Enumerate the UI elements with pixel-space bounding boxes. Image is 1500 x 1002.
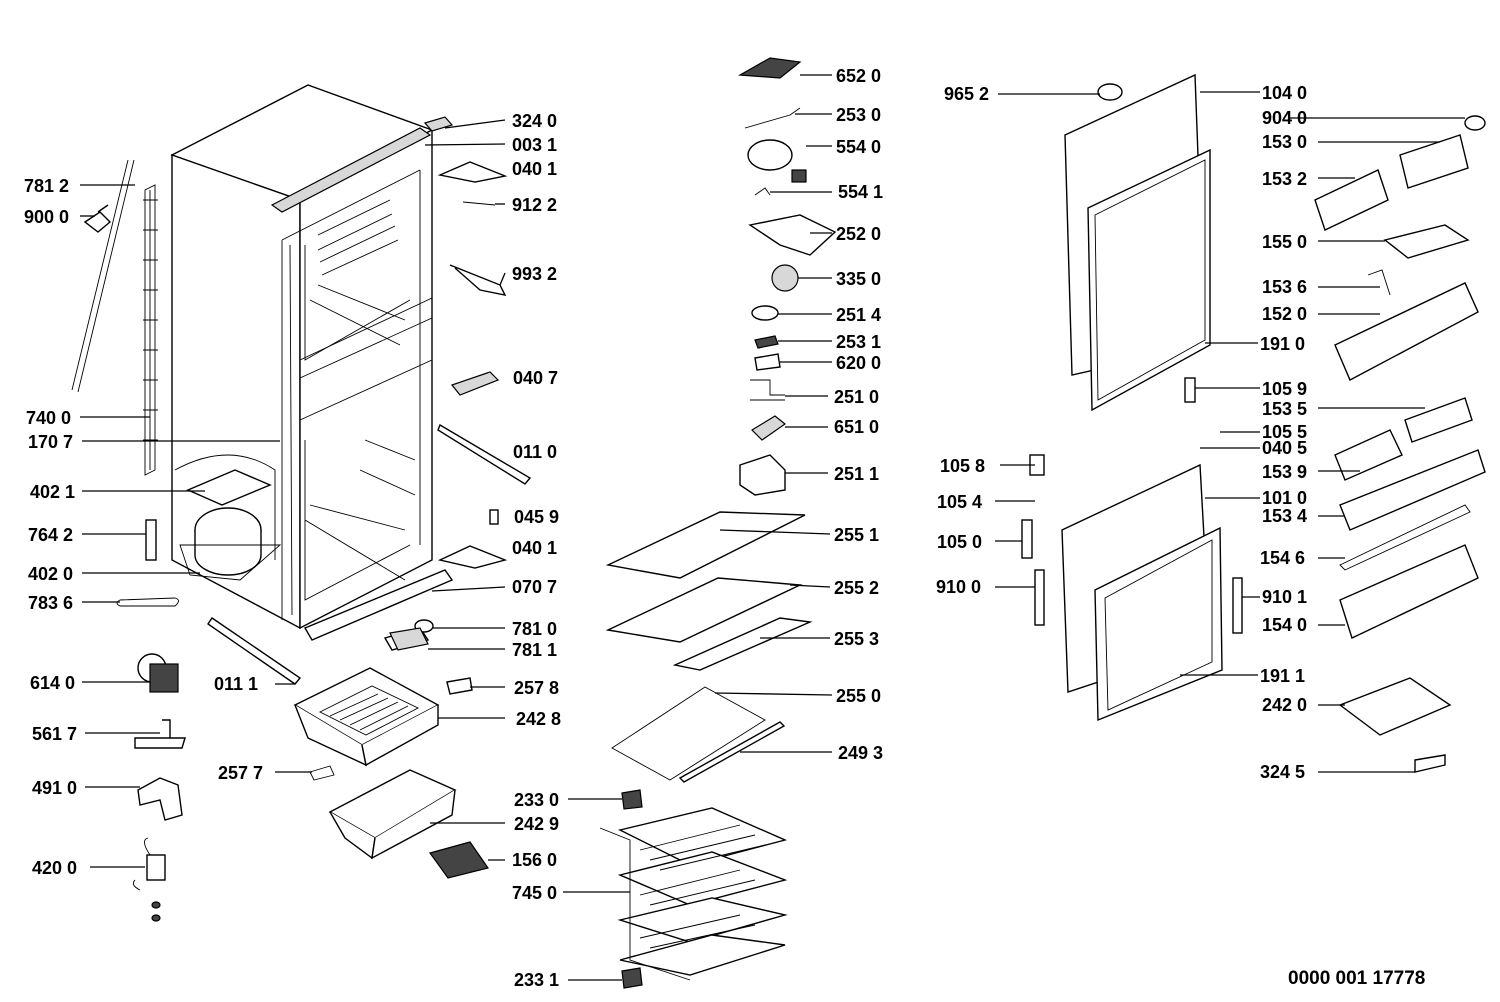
label-561-7: 561 7 bbox=[32, 724, 77, 744]
label-253-1: 253 1 bbox=[836, 332, 881, 352]
crisper-drawers bbox=[293, 667, 489, 879]
label-420-0: 420 0 bbox=[32, 858, 77, 878]
label-745-0: 745 0 bbox=[512, 883, 557, 903]
label-993-2: 993 2 bbox=[512, 264, 557, 284]
label-105-5: 105 5 bbox=[1262, 422, 1307, 442]
label-040-1-bottom: 040 1 bbox=[512, 538, 557, 558]
label-249-3: 249 3 bbox=[838, 743, 883, 763]
glass-shelves bbox=[605, 511, 813, 783]
label-251-0: 251 0 bbox=[834, 387, 879, 407]
label-253-0: 253 0 bbox=[836, 105, 881, 125]
label-652-0: 652 0 bbox=[836, 66, 881, 86]
label-257-8: 257 8 bbox=[514, 678, 559, 698]
label-155-0: 155 0 bbox=[1262, 232, 1307, 252]
label-620-0: 620 0 bbox=[836, 353, 881, 373]
middle-left-parts bbox=[207, 116, 532, 781]
left-small-parts bbox=[83, 204, 186, 922]
label-252-0: 252 0 bbox=[836, 224, 881, 244]
label-614-0: 614 0 bbox=[30, 673, 75, 693]
leader-lines bbox=[80, 74, 1465, 981]
label-191-1: 191 1 bbox=[1260, 666, 1305, 686]
label-105-9: 105 9 bbox=[1262, 379, 1307, 399]
label-491-0: 491 0 bbox=[32, 778, 77, 798]
label-965-2: 965 2 bbox=[944, 84, 989, 104]
label-154-0: 154 0 bbox=[1262, 615, 1307, 635]
label-011-0: 011 0 bbox=[513, 442, 557, 462]
label-242-8: 242 8 bbox=[516, 709, 561, 729]
label-153-5: 153 5 bbox=[1262, 399, 1307, 419]
label-781-2: 781 2 bbox=[24, 176, 69, 196]
label-324-5: 324 5 bbox=[1260, 762, 1305, 782]
label-153-9: 153 9 bbox=[1262, 462, 1307, 482]
label-104-0: 104 0 bbox=[1262, 83, 1307, 103]
part-labels: 781 2 900 0 740 0 170 7 402 1 764 2 402 … bbox=[24, 66, 1425, 990]
label-070-7: 070 7 bbox=[512, 577, 557, 597]
label-554-0: 554 0 bbox=[836, 137, 881, 157]
label-191-0: 191 0 bbox=[1260, 334, 1305, 354]
label-156-0: 156 0 bbox=[512, 850, 557, 870]
label-040-7: 040 7 bbox=[513, 368, 558, 388]
label-781-1: 781 1 bbox=[512, 640, 557, 660]
label-251-4: 251 4 bbox=[836, 305, 881, 325]
label-255-2: 255 2 bbox=[834, 578, 879, 598]
fridge-door bbox=[1064, 73, 1486, 412]
label-324-0: 324 0 bbox=[512, 111, 557, 131]
label-040-5: 040 5 bbox=[1262, 438, 1307, 458]
wire-racks bbox=[599, 789, 788, 989]
label-011-1: 011 1 bbox=[214, 674, 258, 694]
label-154-6: 154 6 bbox=[1260, 548, 1305, 568]
label-233-0: 233 0 bbox=[514, 790, 559, 810]
label-153-6: 153 6 bbox=[1262, 277, 1307, 297]
label-402-0: 402 0 bbox=[28, 564, 73, 584]
label-040-1-top: 040 1 bbox=[512, 159, 557, 179]
label-105-8: 105 8 bbox=[940, 456, 985, 476]
drawing-code: 0000 001 17778 bbox=[1288, 968, 1425, 989]
label-910-1: 910 1 bbox=[1262, 587, 1307, 607]
label-904-0: 904 0 bbox=[1262, 108, 1307, 128]
label-255-1: 255 1 bbox=[834, 525, 879, 545]
center-column-parts bbox=[737, 57, 837, 496]
label-764-2: 764 2 bbox=[28, 525, 73, 545]
label-233-1: 233 1 bbox=[514, 970, 559, 990]
label-251-1: 251 1 bbox=[834, 464, 879, 484]
label-153-4: 153 4 bbox=[1262, 506, 1307, 526]
label-781-0: 781 0 bbox=[512, 619, 557, 639]
label-152-0: 152 0 bbox=[1262, 304, 1307, 324]
label-101-0: 101 0 bbox=[1262, 488, 1307, 508]
label-045-9: 045 9 bbox=[514, 507, 559, 527]
label-651-0: 651 0 bbox=[834, 417, 879, 437]
label-153-2: 153 2 bbox=[1262, 169, 1307, 189]
label-255-0: 255 0 bbox=[836, 686, 881, 706]
label-554-1: 554 1 bbox=[838, 182, 883, 202]
label-900-0: 900 0 bbox=[24, 207, 69, 227]
label-242-9: 242 9 bbox=[514, 814, 559, 834]
label-257-7: 257 7 bbox=[218, 763, 263, 783]
label-740-0: 740 0 bbox=[26, 408, 71, 428]
fridge-cabinet bbox=[71, 84, 454, 651]
label-255-3: 255 3 bbox=[834, 629, 879, 649]
label-105-4: 105 4 bbox=[937, 492, 982, 512]
label-910-0: 910 0 bbox=[936, 577, 981, 597]
label-170-7: 170 7 bbox=[28, 432, 73, 452]
label-242-0: 242 0 bbox=[1262, 695, 1307, 715]
label-105-0: 105 0 bbox=[937, 532, 982, 552]
label-003-1: 003 1 bbox=[512, 135, 557, 155]
label-335-0: 335 0 bbox=[836, 269, 881, 289]
label-912-2: 912 2 bbox=[512, 195, 557, 215]
label-783-6: 783 6 bbox=[28, 593, 73, 613]
label-402-1: 402 1 bbox=[30, 482, 75, 502]
freezer-door bbox=[1021, 397, 1486, 773]
label-153-0: 153 0 bbox=[1262, 132, 1307, 152]
